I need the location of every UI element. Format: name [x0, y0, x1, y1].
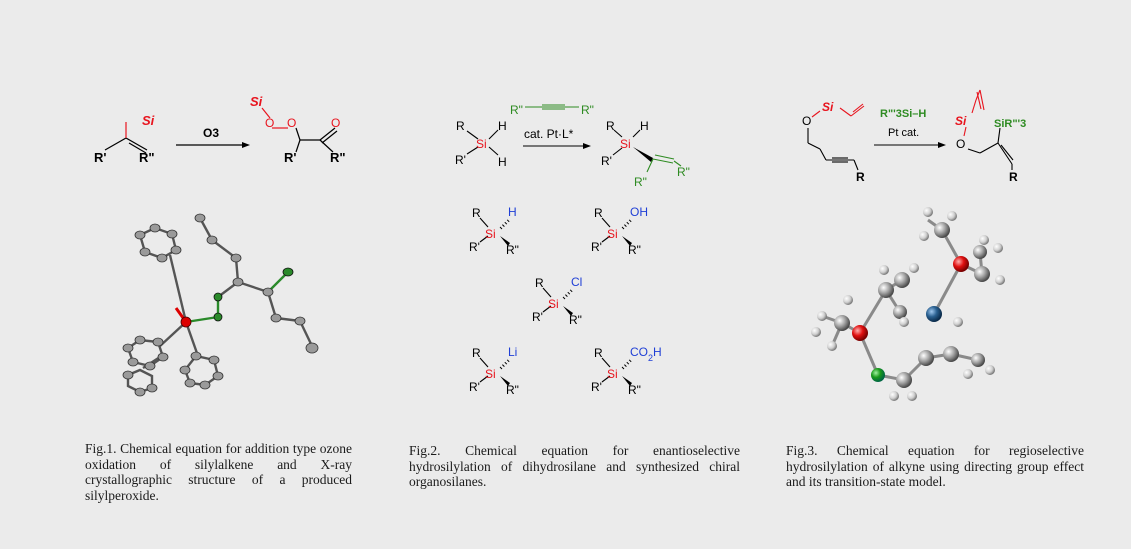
fig3-product-si: Si [955, 114, 967, 128]
chiral-organosilane-1: R SiR' R" H [469, 205, 519, 257]
fig3-product-sir: SiR"'3 [994, 118, 1026, 130]
chiral-r1-label: R' [532, 310, 543, 324]
chiral-r-label: R [594, 206, 603, 220]
chiral-r-label: R [472, 346, 481, 360]
chiral-si-label: Si [485, 367, 496, 381]
fig2-product-r2a: R" [634, 175, 647, 189]
chiral-group-label: OH [630, 205, 648, 219]
figure-3-panel: O Si R R"'3Si–H Pt cat. Si O SiR"'3 R [754, 0, 1131, 549]
fig2-product-r2b: R" [677, 165, 690, 179]
fig1-product-r2: R" [330, 150, 346, 165]
fig3-product-o: O [956, 137, 965, 151]
fig3-reagent-top: R"'3Si–H [880, 108, 926, 120]
chiral-group-label: CO2H [630, 345, 662, 363]
fig3-reactant-r: R [856, 170, 865, 184]
fig2-caption: Fig.2. Chemical equation for enantiosele… [409, 443, 740, 489]
fig3-reactant-o: O [802, 114, 811, 128]
fig2-product-r: R [606, 119, 615, 133]
fig3-reagent-bottom: Pt cat. [888, 127, 919, 139]
chiral-r-label: R [535, 276, 544, 290]
chiral-organosilane-5: R SiR' R" CO2H [591, 345, 662, 397]
fig2-reactant-h1: H [498, 119, 507, 133]
fig1-caption: Fig.1. Chemical equation for addition ty… [85, 441, 352, 503]
chiral-si-label: Si [607, 227, 618, 241]
fig1-product-r1: R' [284, 150, 296, 165]
fig1-reactant-r1: R' [94, 150, 106, 165]
chiral-r1-label: R' [469, 380, 480, 394]
chiral-si-label: Si [485, 227, 496, 241]
chiral-organosilane-4: R SiR' R" Li [469, 345, 519, 397]
fig1-reactant-si: Si [142, 113, 155, 128]
fig2-reactant-r1: R' [455, 153, 466, 167]
fig1-reaction-scheme: Si R' R" O3 Si O O O R' R" [94, 94, 346, 165]
fig3-reaction-scheme: O Si R R"'3Si–H Pt cat. Si O SiR"'3 R [802, 89, 1026, 184]
fig2-product-h: H [640, 119, 649, 133]
chiral-r2-label: R" [628, 243, 641, 257]
chiral-r2-label: R" [628, 383, 641, 397]
fig3-caption: Fig.3. Chemical equation for regioselect… [786, 443, 1084, 489]
fig3-transition-state-model [811, 207, 1005, 401]
fig2-alkyne-left: R" [510, 103, 523, 117]
chiral-si-label: Si [548, 297, 559, 311]
fig3-reactant-si: Si [822, 100, 834, 114]
chiral-r-label: R [594, 346, 603, 360]
chiral-group-label: Cl [571, 275, 582, 289]
chiral-group-label: Li [508, 345, 517, 359]
chiral-r-label: R [472, 206, 481, 220]
chiral-r2-label: R" [506, 243, 519, 257]
fig1-product-o1: O [265, 116, 274, 130]
fig3-product-r: R [1009, 170, 1018, 184]
fig2-reagent: cat. Pt·L* [524, 127, 574, 141]
chiral-r2-label: R" [569, 313, 582, 327]
fig2-product-si: Si [620, 137, 631, 151]
chiral-r1-label: R' [591, 380, 602, 394]
figure-2-panel: R R' Si H H R" R" cat. Pt·L* R H [377, 0, 754, 549]
fig2-reactant-h2: H [498, 155, 507, 169]
fig1-reagent: O3 [203, 126, 219, 140]
fig1-product-o3: O [331, 116, 340, 130]
fig2-reactant-si: Si [476, 137, 487, 151]
chiral-organosilane-2: R SiR' R" OH [591, 205, 648, 257]
chiral-r1-label: R' [469, 240, 480, 254]
fig2-product-r1: R' [601, 154, 612, 168]
fig2-alkyne-right: R" [581, 103, 594, 117]
fig2-reaction-scheme: R R' Si H H R" R" cat. Pt·L* R H [455, 103, 690, 189]
fig1-reactant-r2: R" [139, 150, 155, 165]
chiral-r2-label: R" [506, 383, 519, 397]
fig1-product-si: Si [250, 94, 263, 109]
figure-1-panel: Si R' R" O3 Si O O O R' R" [0, 0, 377, 549]
fig1-xray-structure [122, 213, 319, 397]
fig1-product-o2: O [287, 116, 296, 130]
chiral-organosilane-3: R SiR' R" Cl [532, 275, 582, 327]
chiral-r1-label: R' [591, 240, 602, 254]
chiral-group-label: H [508, 205, 517, 219]
fig2-reactant-r: R [456, 119, 465, 133]
chiral-si-label: Si [607, 367, 618, 381]
